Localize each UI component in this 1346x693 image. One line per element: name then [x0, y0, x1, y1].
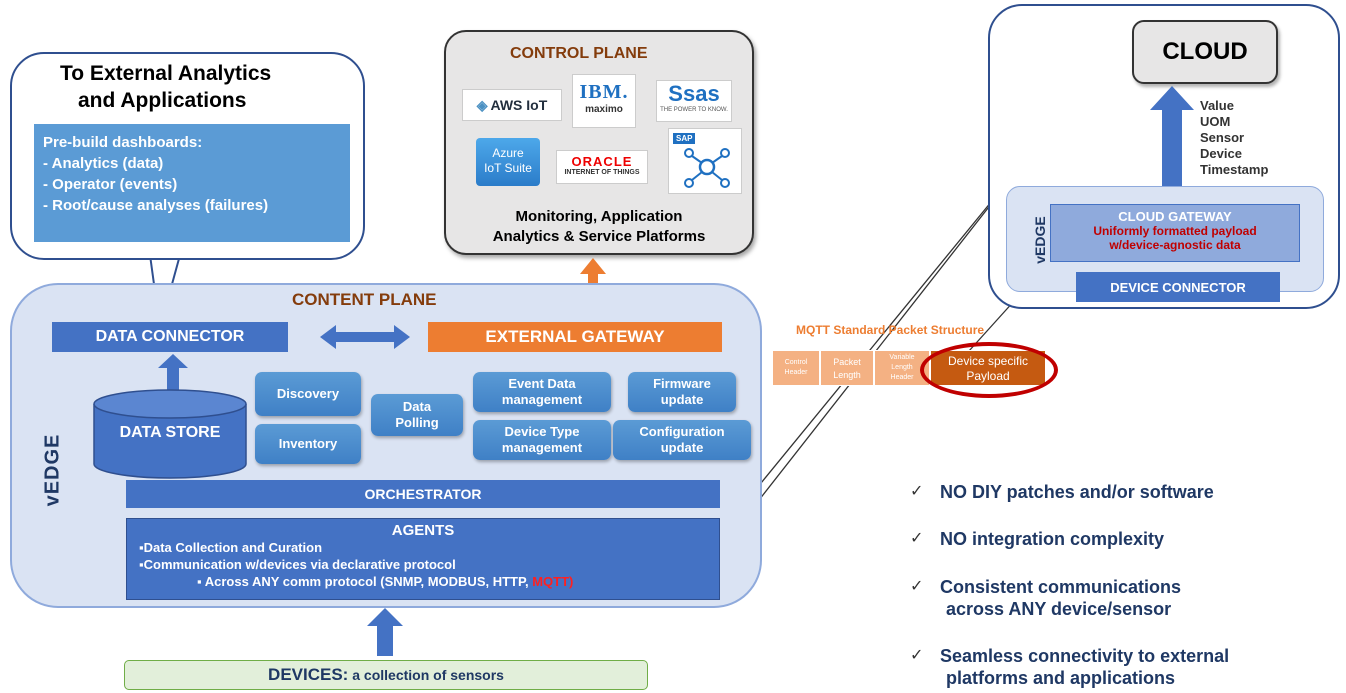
devices-label-bold: DEVICES:	[268, 665, 349, 684]
module-inventory: Inventory	[255, 424, 361, 464]
cloud-field-value: Value	[1200, 98, 1234, 113]
benefit-item-communications: ✓ Consistent communications across ANY d…	[910, 577, 1182, 619]
device-connector: DEVICE CONNECTOR	[1076, 272, 1280, 302]
mqtt-title: MQTT Standard Packet Structure	[796, 323, 985, 337]
aws-iot-logo: ◈AWS IoT	[462, 89, 562, 121]
cloud-title: CLOUD	[1162, 38, 1248, 65]
module-discovery: Discovery	[255, 372, 361, 416]
mqtt-highlight: MQTT)	[532, 574, 574, 589]
data-store-cylinder	[93, 389, 247, 479]
cloud-vedge-label: vEDGE	[1032, 216, 1048, 264]
dashboards-header: Pre-build dashboards:	[43, 134, 203, 151]
cloud-box: CLOUD	[1132, 20, 1278, 84]
content-plane-title: CONTENT PLANE	[292, 290, 437, 309]
cloud-fields: Value UOM Sensor Device Timestamp	[1200, 98, 1268, 178]
oracle-iot-logo: ORACLE INTERNET OF THINGS	[556, 150, 648, 184]
check-icon: ✓	[910, 647, 924, 664]
benefit-item-connectivity: ✓ Seamless connectivity to external plat…	[910, 646, 1230, 688]
payload-highlight-ellipse	[920, 342, 1058, 398]
dashboard-item-operator: - Operator (events)	[43, 176, 178, 193]
analytics-title-line2: and Applications	[78, 89, 247, 112]
sas-logo: Ssas THE POWER TO KNOW.	[656, 80, 732, 122]
devices-up-arrow	[367, 608, 403, 656]
orchestrator: ORCHESTRATOR	[126, 480, 720, 508]
dashboard-item-rootcause: - Root/cause analyses (failures)	[43, 197, 269, 214]
azure-iot-logo: Azure IoT Suite	[476, 138, 540, 186]
agents-line-protocol: ▪ Across ANY comm protocol (SNMP, MODBUS…	[197, 574, 574, 589]
connector-gateway-arrow	[320, 325, 410, 349]
devices-bar: DEVICES: a collection of sensors	[124, 660, 648, 690]
control-plane-caption-line2: Analytics & Service Platforms	[492, 228, 706, 245]
cloud-field-sensor: Sensor	[1200, 130, 1245, 145]
benefit-item-diy: ✓ NO DIY patches and/or software	[910, 482, 1214, 502]
content-vedge-label: vEDGE	[41, 433, 64, 507]
network-hub-icon	[684, 148, 730, 188]
cloud-field-device: Device	[1200, 146, 1242, 161]
dashboards-panel: Pre-build dashboards: - Analytics (data)…	[34, 124, 350, 242]
analytics-title-line1: To External Analytics	[60, 62, 272, 85]
data-connector: DATA CONNECTOR	[52, 322, 288, 352]
control-plane-caption-line1: Monitoring, Application	[515, 208, 683, 225]
agents-title: AGENTS	[391, 522, 455, 539]
check-icon: ✓	[910, 483, 924, 500]
devices-label-rest: a collection of sensors	[348, 667, 504, 683]
sap-logo: SAP	[668, 128, 742, 194]
cloud-field-timestamp: Timestamp	[1200, 162, 1269, 177]
cloud-up-arrow	[1150, 86, 1194, 186]
dashboard-item-analytics: - Analytics (data)	[43, 155, 164, 172]
control-plane-title: CONTROL PLANE	[510, 45, 648, 62]
agents-line-communication: ▪Communication w/devices via declarative…	[139, 557, 456, 572]
data-store-label: DATA STORE	[119, 424, 221, 441]
ibm-maximo-logo: IBM. maximo	[572, 74, 636, 128]
benefit-item-integration: ✓ NO integration complexity	[910, 529, 1165, 549]
cloud-gateway: CLOUD GATEWAY Uniformly formatted payloa…	[1050, 204, 1300, 262]
aws-icon: ◈	[476, 96, 488, 113]
external-gateway: EXTERNAL GATEWAY	[428, 322, 722, 352]
datastore-up-arrow	[158, 354, 188, 390]
check-icon: ✓	[910, 530, 924, 547]
agents-panel: AGENTS ▪Data Collection and Curation ▪Co…	[126, 518, 720, 600]
sas-swirl-icon: S	[668, 81, 683, 106]
check-icon: ✓	[910, 578, 924, 595]
cloud-field-uom: UOM	[1200, 114, 1231, 129]
agents-line-collection: ▪Data Collection and Curation	[139, 540, 323, 555]
